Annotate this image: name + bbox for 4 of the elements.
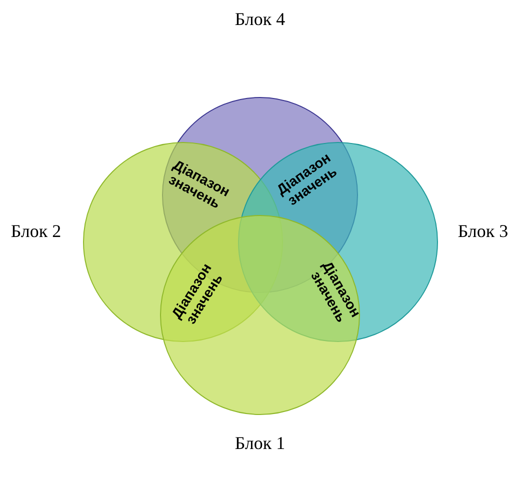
set-label: Блок 3 bbox=[456, 220, 508, 242]
set-label: Блок 4 bbox=[234, 8, 286, 30]
set-label: Блок 2 bbox=[10, 220, 62, 242]
set-label: Блок 1 bbox=[234, 432, 286, 454]
